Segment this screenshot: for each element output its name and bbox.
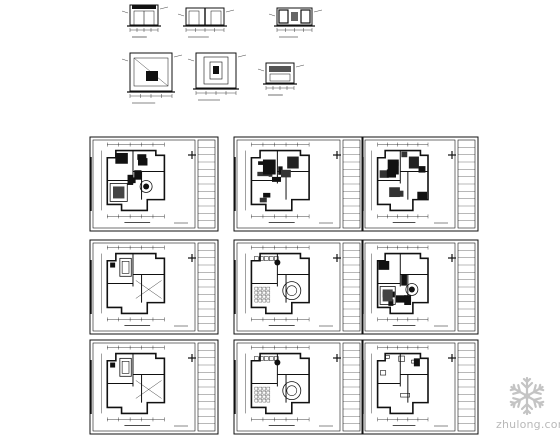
watermark-text: zhulong.com: [496, 418, 560, 431]
dimension-plan-sheet: [361, 339, 479, 435]
elevation-detail-5: [187, 52, 247, 101]
elevation-detail-6: [257, 62, 305, 96]
elevation-detail-1: [121, 4, 169, 38]
floor-finish-plan-sheet: [233, 239, 364, 335]
electrical-plan-sheet: [233, 339, 364, 435]
elevation-detail-3: [268, 7, 323, 38]
ceiling-plan-sheet-2: [89, 239, 219, 335]
wall-plan-sheet: [361, 239, 479, 335]
elevation-detail-2: [177, 7, 235, 38]
furniture-plan-sheet: [233, 136, 364, 232]
lighting-plan-sheet: [89, 339, 219, 435]
zhulong-watermark: zhulong.com: [496, 374, 560, 432]
snowflake-logo-icon: [507, 376, 547, 416]
layout-plan-sheet: [361, 136, 479, 232]
elevation-detail-4: [121, 52, 183, 104]
ceiling-plan-sheet: [89, 136, 219, 232]
